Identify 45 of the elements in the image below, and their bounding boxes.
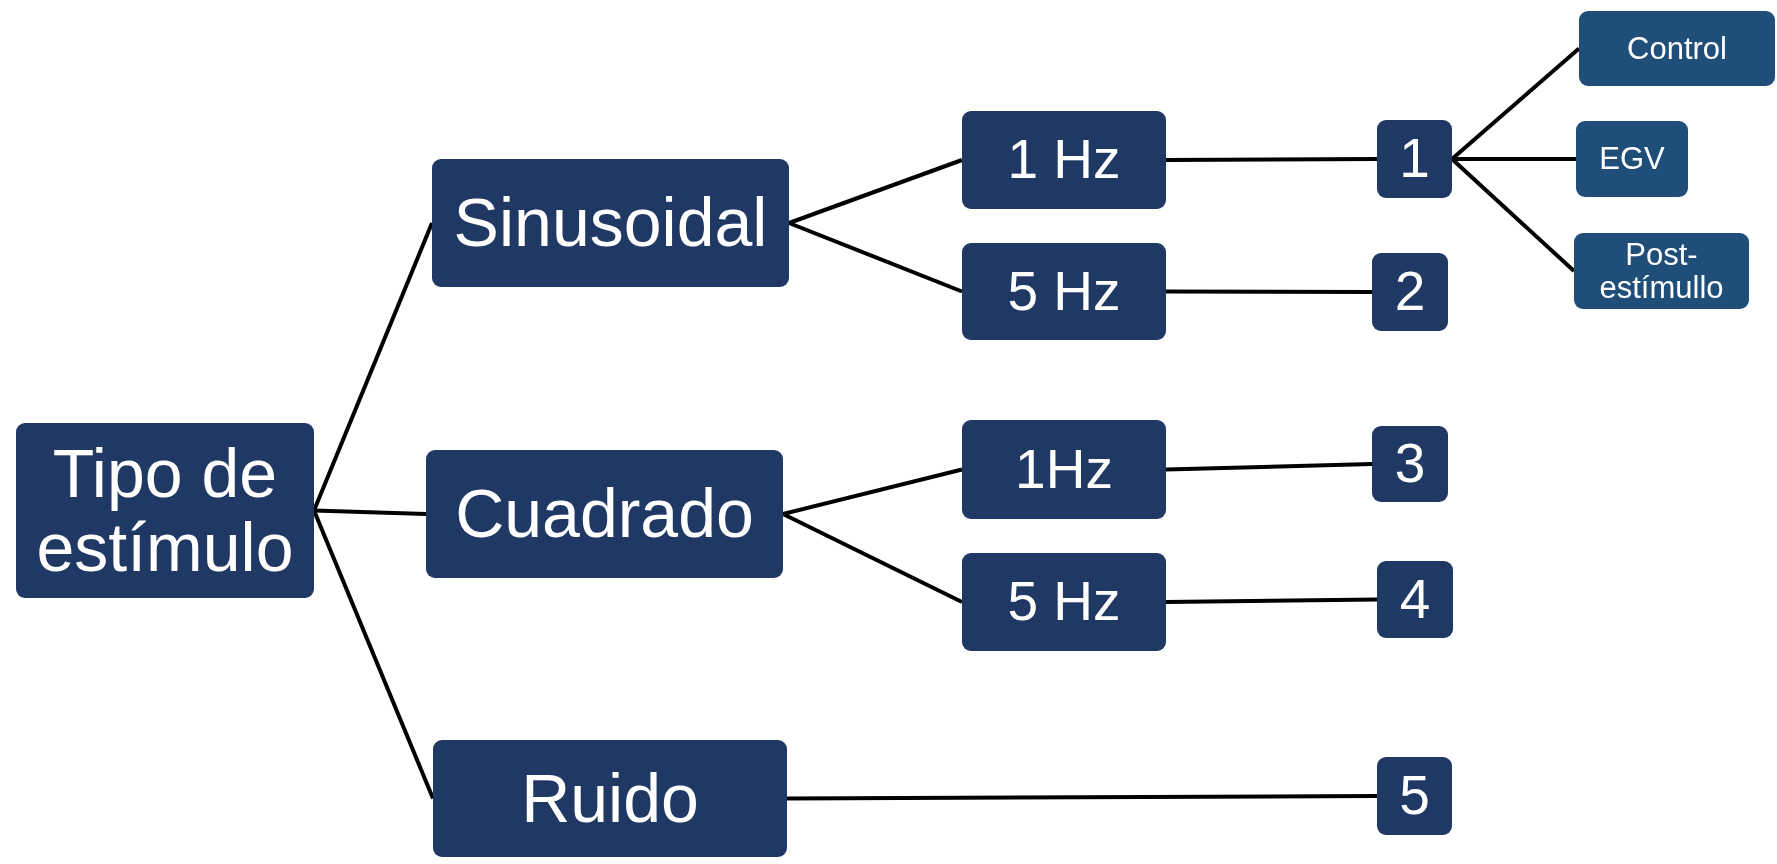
node-label: 5 Hz <box>1007 261 1121 322</box>
connector-line <box>1452 157 1576 161</box>
process-box <box>1372 426 1448 502</box>
node-label: 2 <box>1394 262 1426 322</box>
process-box <box>1377 561 1453 638</box>
process-box <box>433 740 787 857</box>
connector-line <box>782 467 963 516</box>
connector-line <box>787 794 1377 801</box>
process-box <box>1576 121 1688 197</box>
connector-line <box>312 222 434 512</box>
connector-line <box>782 512 963 604</box>
process-box <box>426 450 783 578</box>
node-label: 3 <box>1394 434 1426 494</box>
process-box <box>432 159 789 287</box>
node-label: 1Hz <box>1015 439 1113 500</box>
node-label: Ruido <box>521 761 699 836</box>
node-label: Sinusoidal <box>453 186 768 260</box>
node-label: 5 <box>1399 766 1430 826</box>
connector-line <box>313 508 427 516</box>
process-box <box>1574 233 1749 309</box>
node-label: 1 Hz <box>1007 130 1121 190</box>
node-label: Tipo de estímulo <box>35 437 295 584</box>
node-label: Control <box>1627 31 1727 66</box>
node-label: 4 <box>1399 569 1431 630</box>
connector-line <box>1165 597 1378 604</box>
node-label: 5 Hz <box>1007 572 1121 632</box>
process-box <box>962 243 1166 340</box>
connector-line <box>788 221 963 294</box>
connector-line <box>788 158 963 225</box>
connector-line <box>1165 462 1373 472</box>
node-label: EGV <box>1599 142 1665 176</box>
connector-line <box>312 509 435 800</box>
process-box <box>962 553 1166 651</box>
process-box <box>1377 757 1452 835</box>
node-label: Post-estímullo <box>1598 237 1725 305</box>
connector-line <box>1166 289 1372 294</box>
process-box <box>16 423 314 598</box>
process-box <box>1372 253 1448 331</box>
connector-line <box>1166 157 1377 162</box>
process-box <box>1579 11 1775 86</box>
process-box <box>1377 120 1452 198</box>
node-label: Cuadrado <box>455 477 754 551</box>
node-label: 1 <box>1399 129 1430 189</box>
process-box <box>962 111 1166 209</box>
process-box <box>962 420 1166 519</box>
